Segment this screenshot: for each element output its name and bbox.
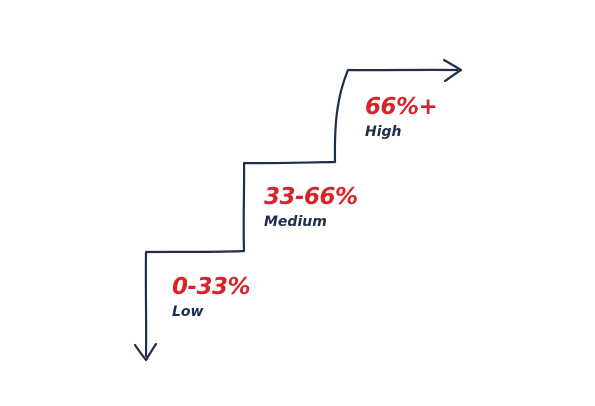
tier-high: 66%+ High	[365, 94, 438, 140]
tier-medium: 33-66% Medium	[264, 184, 358, 230]
tier-low-label: Low	[172, 304, 204, 320]
arrow-down-icon	[133, 342, 158, 362]
arrow-right-icon	[442, 58, 463, 83]
stair-path	[144, 68, 459, 358]
tier-high-range: 66%+	[365, 94, 438, 120]
tier-low-range: 0-33%	[172, 274, 251, 300]
tier-high-label: High	[365, 124, 402, 140]
tier-low: 0-33% Low	[172, 274, 251, 320]
tier-medium-label: Medium	[264, 214, 327, 230]
tier-medium-range: 33-66%	[264, 184, 358, 210]
